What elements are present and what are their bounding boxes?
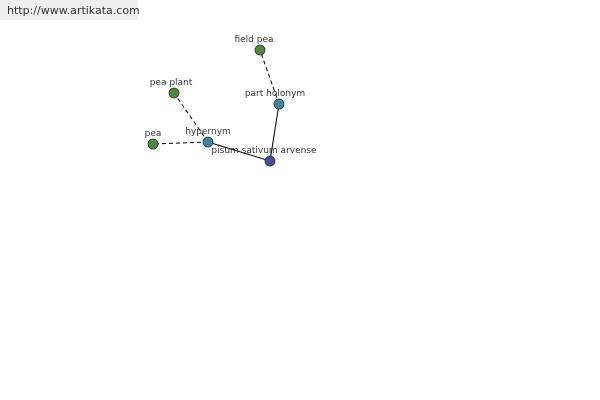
node-center[interactable] [264, 155, 276, 167]
edge-hypernym-pea [152, 141, 209, 145]
node-part-holonym[interactable] [273, 98, 285, 110]
site-url-link[interactable]: http://www.artikata.com [7, 4, 140, 17]
node-label-part-holonym[interactable]: part holonym [245, 89, 305, 99]
edge-part-holonym-field-pea [259, 49, 280, 105]
url-bar: http://www.artikata.com [0, 0, 140, 20]
edge-hypernym-pea-plant [173, 92, 209, 143]
node-label-center[interactable]: pisum sativum arvense [211, 146, 317, 156]
node-pea-plant[interactable] [168, 87, 180, 99]
node-label-hypernym[interactable]: hypernym [185, 127, 231, 137]
node-label-pea[interactable]: pea [145, 129, 162, 139]
node-pea[interactable] [147, 138, 159, 150]
graph-edges [152, 49, 280, 162]
edge-center-part-holonym [269, 103, 280, 162]
graph-nodes: pisum sativum arvense part holonym hyperny… [145, 35, 317, 167]
node-label-pea-plant[interactable]: pea plant [150, 78, 193, 88]
node-field-pea[interactable] [254, 44, 266, 56]
node-label-field-pea[interactable]: field pea [234, 35, 273, 45]
edge-center-hypernym [207, 141, 271, 162]
node-hypernym[interactable] [202, 136, 214, 148]
